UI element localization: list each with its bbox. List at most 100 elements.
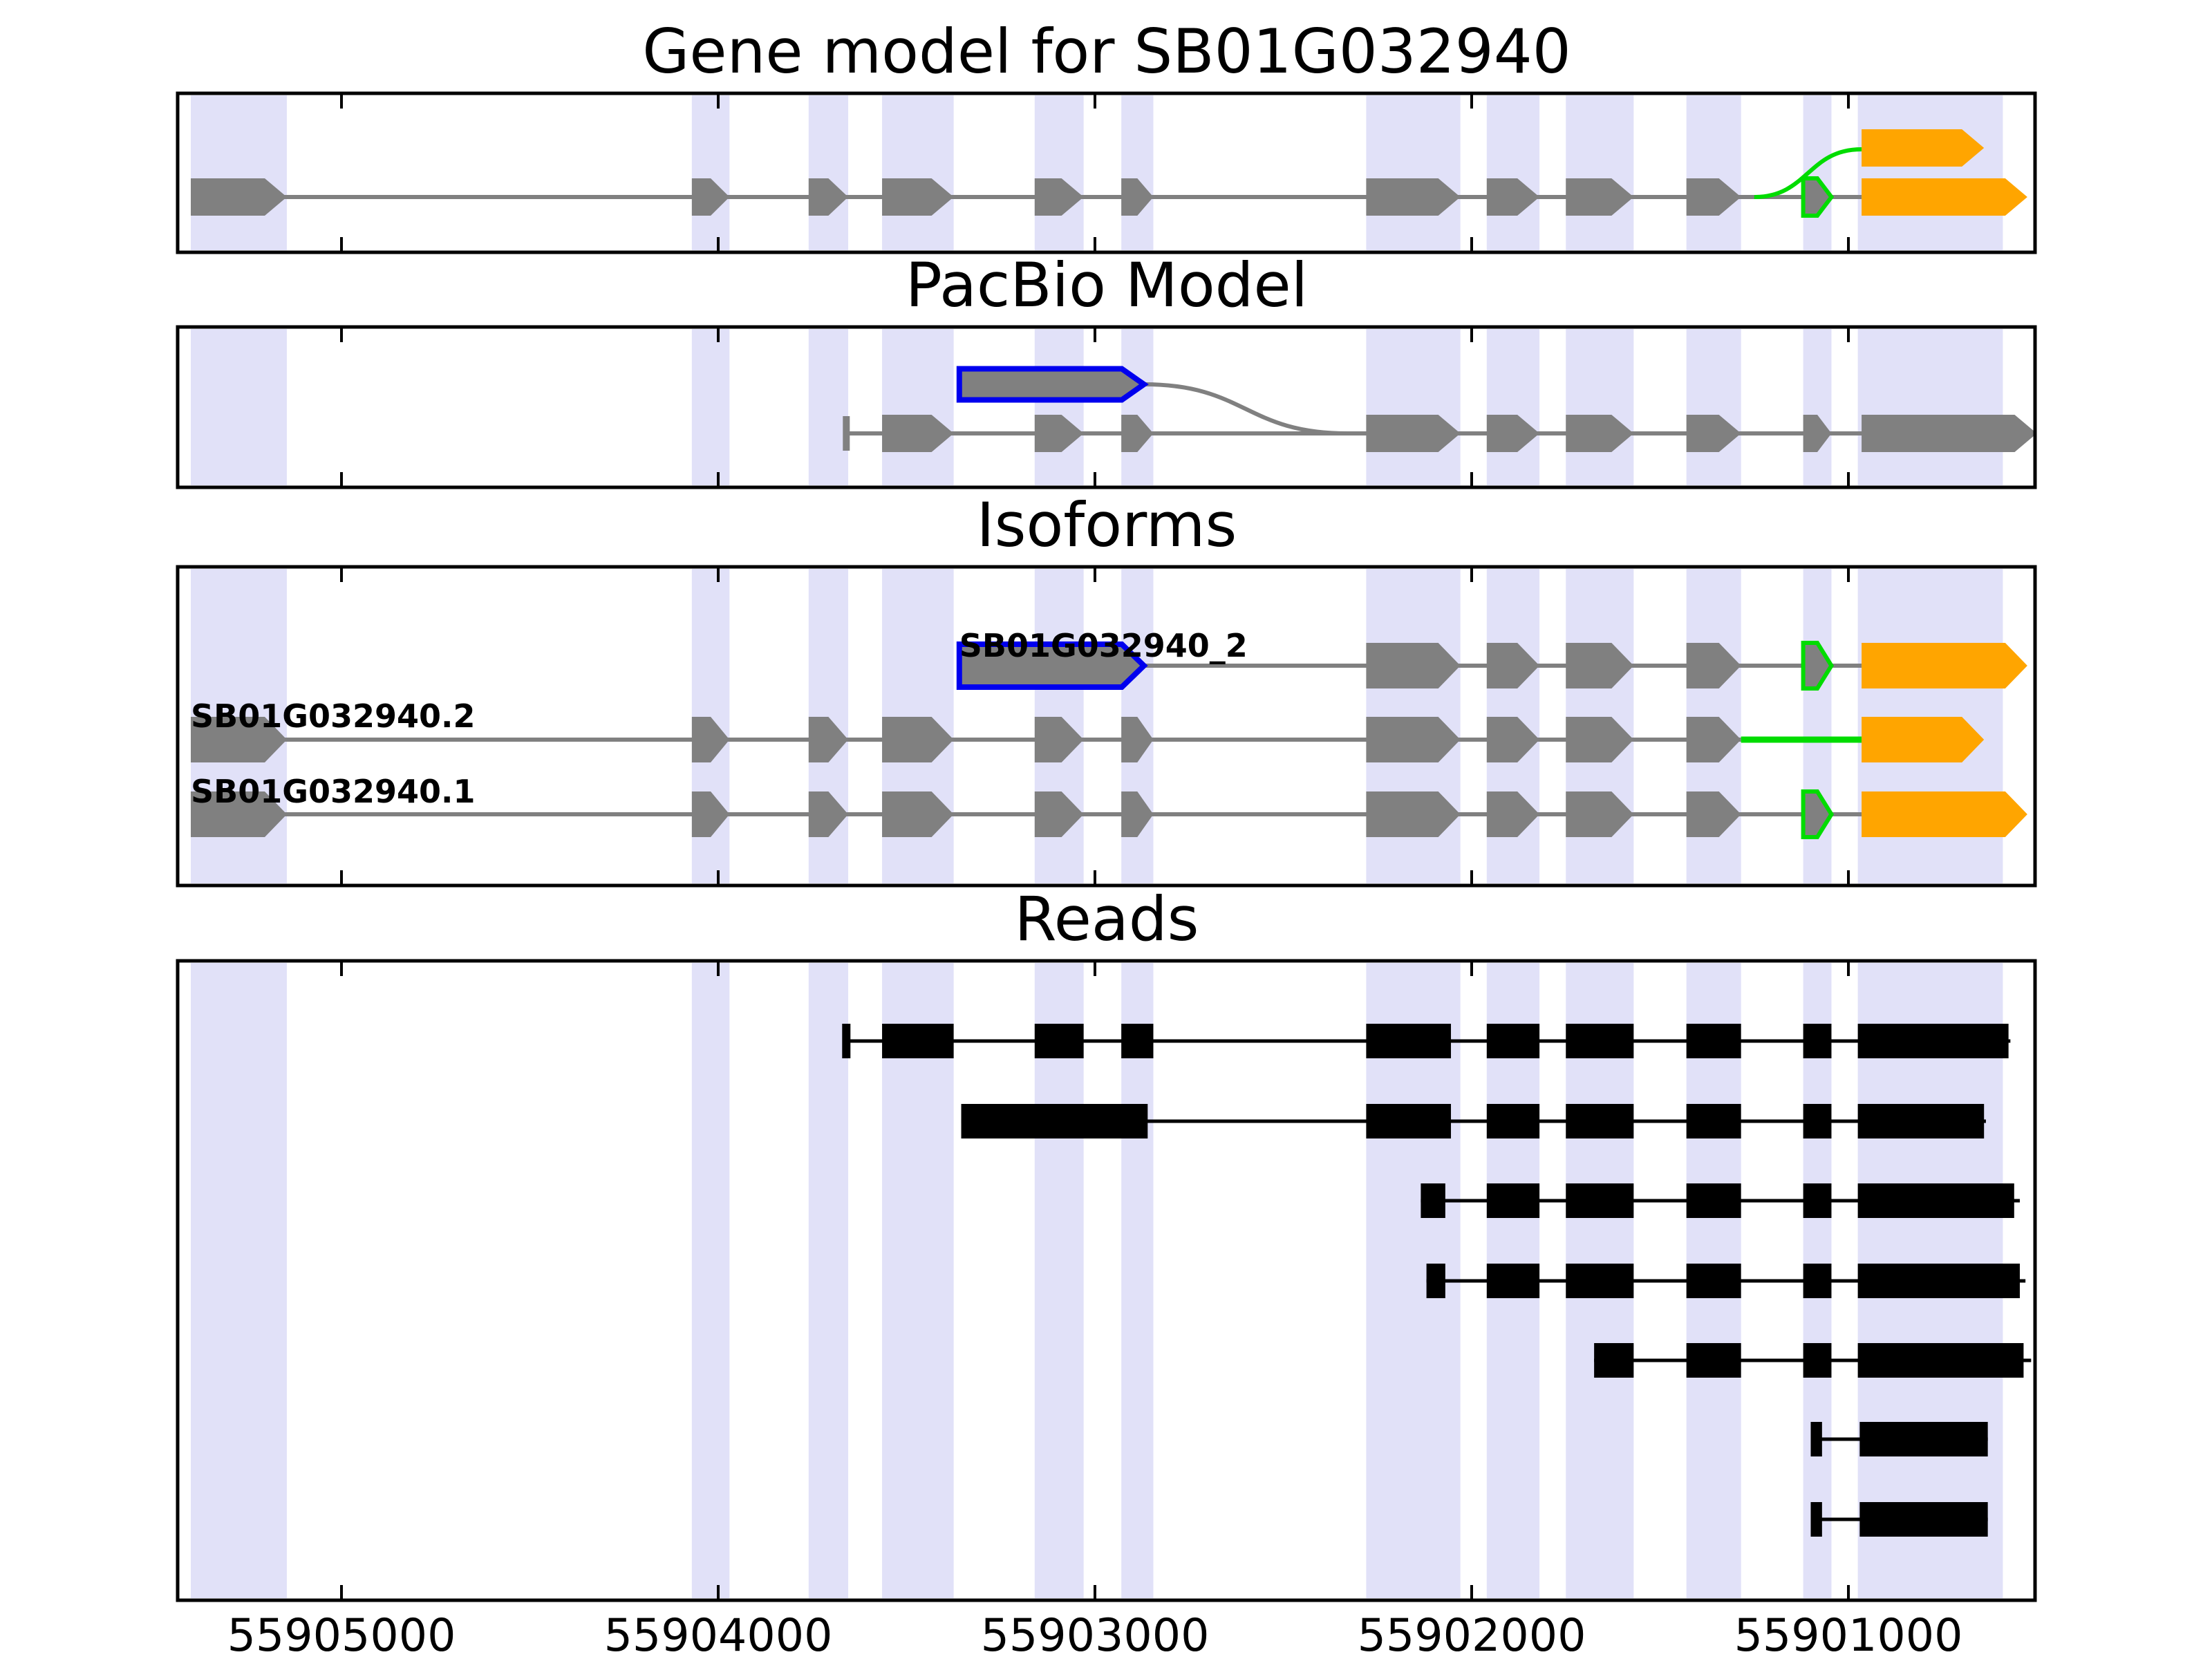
exon	[882, 178, 954, 216]
panel-1: Gene model for SB01G032940	[176, 16, 2037, 254]
panel-2: PacBio Model	[176, 250, 2037, 489]
read-block	[961, 1104, 1148, 1138]
highlight-band	[1857, 329, 2003, 485]
read-block	[1686, 1104, 1741, 1138]
exon	[191, 791, 287, 837]
read-block	[1859, 1422, 1988, 1456]
highlight-band	[808, 963, 849, 1598]
highlight-band	[1121, 329, 1154, 485]
read-block	[1859, 1502, 1988, 1537]
highlight-band	[882, 329, 954, 485]
exon	[191, 178, 287, 216]
exon	[1566, 791, 1634, 837]
exon	[1366, 643, 1461, 688]
read-block	[1803, 1024, 1832, 1058]
read-block	[1803, 1104, 1832, 1138]
exon	[1686, 717, 1741, 762]
highlight-band	[1034, 95, 1084, 250]
axis-tick-label: 55903000	[981, 1610, 1210, 1659]
panel-title: PacBio Model	[906, 250, 1308, 321]
highlight-band	[191, 963, 287, 1598]
exon	[1366, 178, 1461, 216]
highlight-band	[1566, 329, 1634, 485]
panel-border	[176, 325, 2037, 489]
highlight-band	[1366, 95, 1461, 250]
highlight-band	[1686, 95, 1741, 250]
panel-border	[176, 91, 2037, 254]
exon	[1686, 643, 1741, 688]
highlight-band	[1803, 329, 1832, 485]
track	[1421, 1183, 2020, 1218]
exon	[1803, 415, 1832, 452]
read-block	[1810, 1502, 1822, 1537]
exon	[1121, 415, 1154, 452]
exon	[808, 791, 849, 837]
exon	[691, 791, 730, 837]
exon	[1686, 791, 1741, 837]
exon	[1366, 415, 1461, 452]
exon	[1121, 178, 1154, 216]
exon	[1034, 178, 1084, 216]
terminal-exon	[1862, 643, 2027, 688]
panel-4: Reads	[176, 883, 2037, 1602]
read-block	[1566, 1264, 1634, 1298]
panel-title: Gene model for SB01G032940	[642, 16, 1571, 87]
read-block	[1803, 1343, 1832, 1378]
terminal-exon	[1862, 178, 2027, 216]
splice-curve	[1754, 147, 1862, 199]
exon	[1566, 415, 1634, 452]
exon	[1686, 178, 1741, 216]
exon	[1486, 415, 1540, 452]
read-block	[1486, 1104, 1540, 1138]
highlighted-exon	[1801, 176, 1835, 218]
track	[1426, 1264, 2026, 1298]
read-block	[1857, 1264, 2020, 1298]
exon	[1486, 178, 1540, 216]
highlight-band	[882, 95, 954, 250]
axis-tick-label: 55905000	[227, 1610, 456, 1659]
read-block	[1566, 1183, 1634, 1218]
exon	[191, 717, 287, 762]
read-block	[1857, 1343, 2024, 1378]
highlight-band	[691, 95, 730, 250]
exon	[882, 415, 954, 452]
highlight-band	[691, 963, 730, 1598]
isoform-label: SB01G032940.2	[191, 697, 475, 735]
read-block	[1034, 1024, 1084, 1058]
exon	[1566, 643, 1634, 688]
terminal-exon	[1862, 129, 1985, 167]
read-block	[1803, 1264, 1832, 1298]
exon	[1862, 415, 2037, 452]
highlight-band	[1686, 329, 1741, 485]
read-block	[1121, 1024, 1154, 1058]
exon	[1121, 791, 1154, 837]
exon	[1366, 717, 1461, 762]
exon	[1486, 717, 1540, 762]
highlighted-exon	[1801, 789, 1835, 839]
exon	[1686, 415, 1741, 452]
exon	[1034, 717, 1084, 762]
highlighted-exon	[1801, 641, 1835, 691]
read-block	[1486, 1264, 1540, 1298]
highlight-band	[1121, 963, 1154, 1598]
highlight-band	[1034, 329, 1084, 485]
track	[1810, 1502, 1988, 1537]
highlight-band	[882, 963, 954, 1598]
highlight-band	[1121, 95, 1154, 250]
highlight-band	[1566, 95, 1634, 250]
track	[842, 1024, 2011, 1058]
read-block	[1810, 1422, 1822, 1456]
highlight-band	[808, 329, 849, 485]
exon	[882, 717, 954, 762]
exon	[1486, 791, 1540, 837]
axis-tick-label: 55904000	[604, 1610, 833, 1659]
read-block	[1566, 1104, 1634, 1138]
highlight-band	[1486, 329, 1540, 485]
read-block	[1594, 1343, 1634, 1378]
exon	[1366, 791, 1461, 837]
read-block	[1686, 1343, 1741, 1378]
exon	[1034, 415, 1084, 452]
track	[1810, 1422, 1988, 1456]
